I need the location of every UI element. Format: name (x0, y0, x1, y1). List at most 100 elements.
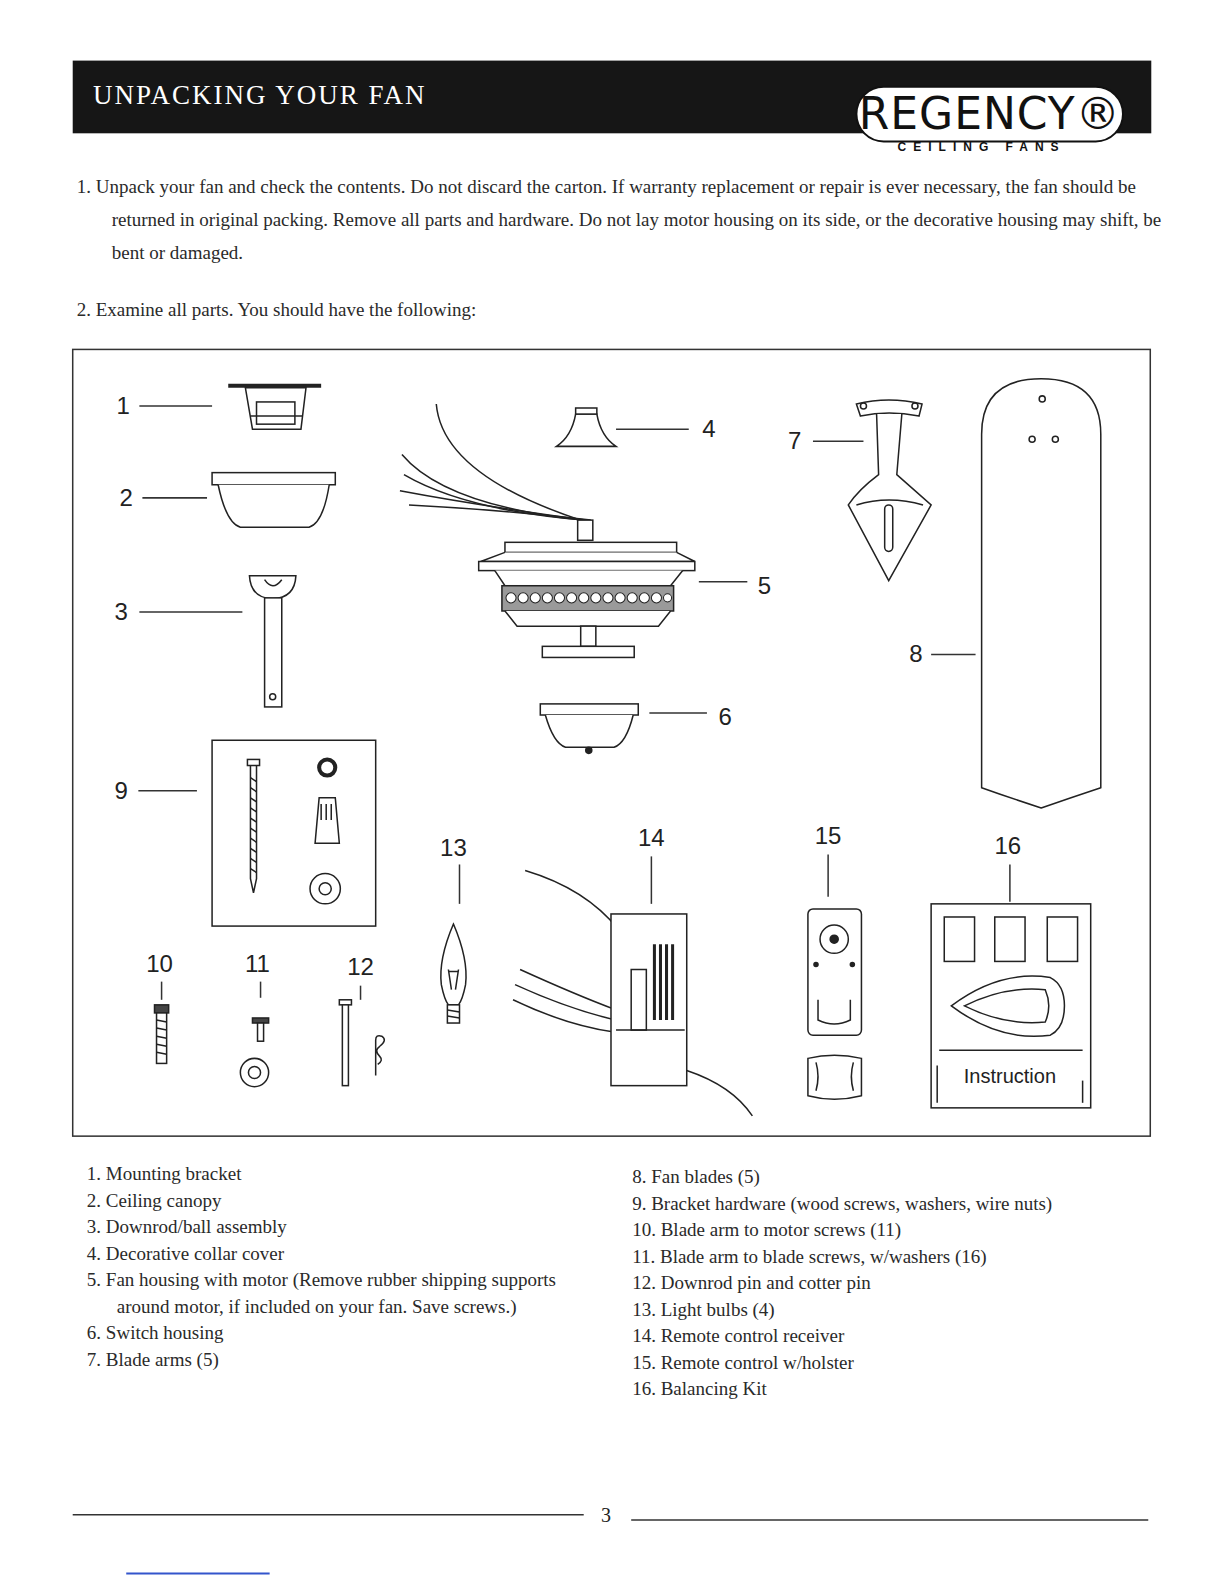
callout-number: 8 (907, 640, 924, 668)
callout-number: 7 (786, 427, 803, 455)
fan-blade (1029, 436, 1035, 442)
bracket-hardware (247, 759, 259, 765)
callout-number: 9 (113, 777, 130, 805)
blade-screw (248, 1066, 260, 1078)
bracket-hardware (319, 883, 331, 895)
blade-screw (258, 1023, 264, 1041)
leader-lines (827, 854, 829, 896)
motor-screw (155, 1005, 169, 1013)
remote-receiver (513, 1000, 614, 1032)
parts-list-item: 14. Remote control receiver (632, 1323, 1117, 1350)
downrod (249, 576, 295, 707)
fan-blade (982, 379, 1101, 808)
switch-housing (545, 715, 633, 747)
callout-number: 11 (243, 950, 272, 978)
mounting-bracket (245, 388, 306, 429)
parts-list-item: 11. Blade arm to blade screws, w/washers… (632, 1244, 1117, 1271)
page-title: UNPACKING YOUR FAN (93, 80, 427, 111)
instruction-step: 2. Examine all parts. You should have th… (77, 293, 1193, 326)
parts-list-item: 13. Light bulbs (4) (632, 1297, 1117, 1324)
callout-number: 12 (345, 953, 376, 981)
remote-control (820, 925, 848, 953)
brand-subtitle: CEILING FANS (898, 140, 1066, 154)
remote-control (816, 1062, 853, 1090)
blade-screw (240, 1058, 268, 1086)
motor-screw (157, 1020, 167, 1054)
fan-blade (982, 379, 1101, 808)
fan-housing (579, 593, 589, 603)
fan-housing (651, 593, 661, 603)
callout-number: 3 (113, 598, 130, 626)
parts-list-item: 16. Balancing Kit (632, 1376, 1117, 1403)
fan-housing (542, 593, 552, 603)
callout-number: 15 (813, 822, 844, 850)
page-number: 3 (601, 1503, 611, 1526)
parts-list-item: 12. Downrod pin and cotter pin (632, 1270, 1117, 1297)
fan-blade (1039, 396, 1045, 402)
balancing-kit (939, 1050, 1082, 1052)
motor-screw (155, 1005, 169, 1064)
parts-list-item: 2. Ceiling canopy (87, 1188, 582, 1215)
balancing-kit (995, 917, 1025, 961)
leader-lines (138, 790, 197, 792)
remote-receiver (654, 944, 672, 1020)
collar-cover (576, 408, 597, 414)
callout-number: 5 (756, 572, 773, 600)
fan-housing (603, 593, 613, 603)
mounting-bracket (250, 415, 303, 417)
callout-number: 2 (118, 484, 135, 512)
fan-housing (664, 594, 672, 602)
light-bulb (441, 924, 466, 1023)
fan-housing (479, 562, 695, 571)
mounting-bracket (257, 402, 295, 424)
balancing-kit (1047, 917, 1077, 961)
remote-receiver (631, 970, 646, 1031)
ceiling-canopy (212, 473, 335, 485)
parts-list-item: 3. Downrod/ball assembly (87, 1214, 582, 1241)
footer-rules (126, 1572, 269, 1574)
fan-blade (1052, 436, 1058, 442)
remote-receiver (513, 871, 752, 1116)
leader-lines (1009, 864, 1011, 901)
remote-receiver (616, 1029, 685, 1031)
leader-lines (616, 428, 689, 430)
parts-list: 1. Mounting bracket2. Ceiling canopy3. D… (87, 1161, 582, 1373)
remote-control (808, 909, 862, 1035)
bracket-hardware (315, 798, 339, 843)
parts-list-item: 4. Decorative collar cover (87, 1241, 582, 1268)
parts-list-item: 10. Blade arm to motor screws (11) (632, 1217, 1117, 1244)
bracket-hardware (250, 766, 256, 893)
fan-housing (567, 593, 577, 603)
bracket-hardware (212, 740, 376, 926)
blade-arm (885, 505, 893, 551)
motor-screw (157, 1013, 167, 1063)
bracket-hardware (321, 804, 331, 820)
fan-housing (436, 404, 580, 520)
downrod-pins (342, 1005, 348, 1086)
parts-list-item: 8. Fan blades (5) (632, 1164, 1117, 1191)
remote-receiver (515, 985, 616, 1020)
balancing-kit (964, 989, 1048, 1023)
light-bulb (448, 970, 458, 990)
remote-control (808, 1055, 862, 1099)
switch-housing (540, 704, 638, 715)
bracket-hardware (310, 874, 340, 904)
leader-lines (649, 712, 707, 714)
bracket-hardware (319, 759, 335, 775)
remote-control (850, 962, 854, 966)
collar-cover (556, 408, 616, 446)
callout-number: 10 (144, 950, 175, 978)
parts-list-item: 6. Switch housing (87, 1320, 582, 1347)
blade-arm (856, 500, 923, 505)
blade-arm (856, 400, 922, 416)
leader-lines (931, 654, 975, 656)
fan-housing (409, 505, 591, 520)
remote-control (818, 1000, 850, 1024)
downrod (265, 598, 282, 707)
leader-lines (360, 986, 362, 1000)
leader-lines (139, 611, 242, 613)
fan-housing (639, 593, 649, 603)
kit-label: Instruction (964, 1064, 1056, 1087)
